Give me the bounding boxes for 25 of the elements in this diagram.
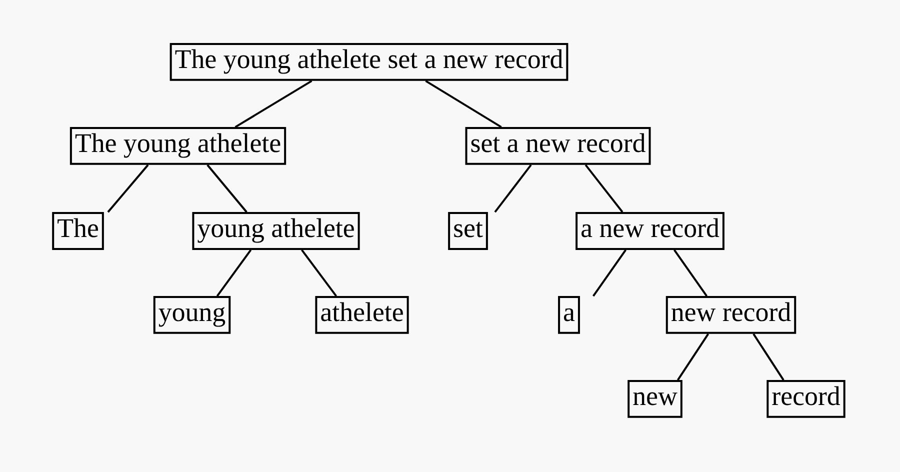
word-box: set a new record xyxy=(465,127,651,165)
tree-branch-line xyxy=(107,164,149,213)
tree-branch-line xyxy=(216,249,252,297)
word-box: The xyxy=(52,212,104,250)
tree-branch-line xyxy=(494,164,532,213)
word-box: athelete xyxy=(315,296,409,334)
tree-branch-line xyxy=(425,80,502,128)
word-box: a xyxy=(558,296,580,334)
word-box: The young athelete xyxy=(70,127,286,165)
word-box: new record xyxy=(666,296,796,334)
word-box: record xyxy=(766,380,846,418)
word-box: a new record xyxy=(576,212,724,250)
tree-branch-line xyxy=(206,164,248,213)
word-box: set xyxy=(448,212,488,250)
tree-branch-line xyxy=(752,333,784,381)
tree-branch-line xyxy=(592,249,627,297)
word-box: young athelete xyxy=(192,212,360,250)
tree-branch-line xyxy=(301,249,337,297)
tree-branch-line xyxy=(234,80,312,128)
tree-branch-line xyxy=(584,164,624,213)
word-box: The young athelete set a new record xyxy=(170,43,568,81)
word-box: new xyxy=(628,380,682,418)
tree-branch-line xyxy=(676,333,710,381)
word-box: young xyxy=(153,296,231,334)
tree-branch-line xyxy=(673,249,708,297)
